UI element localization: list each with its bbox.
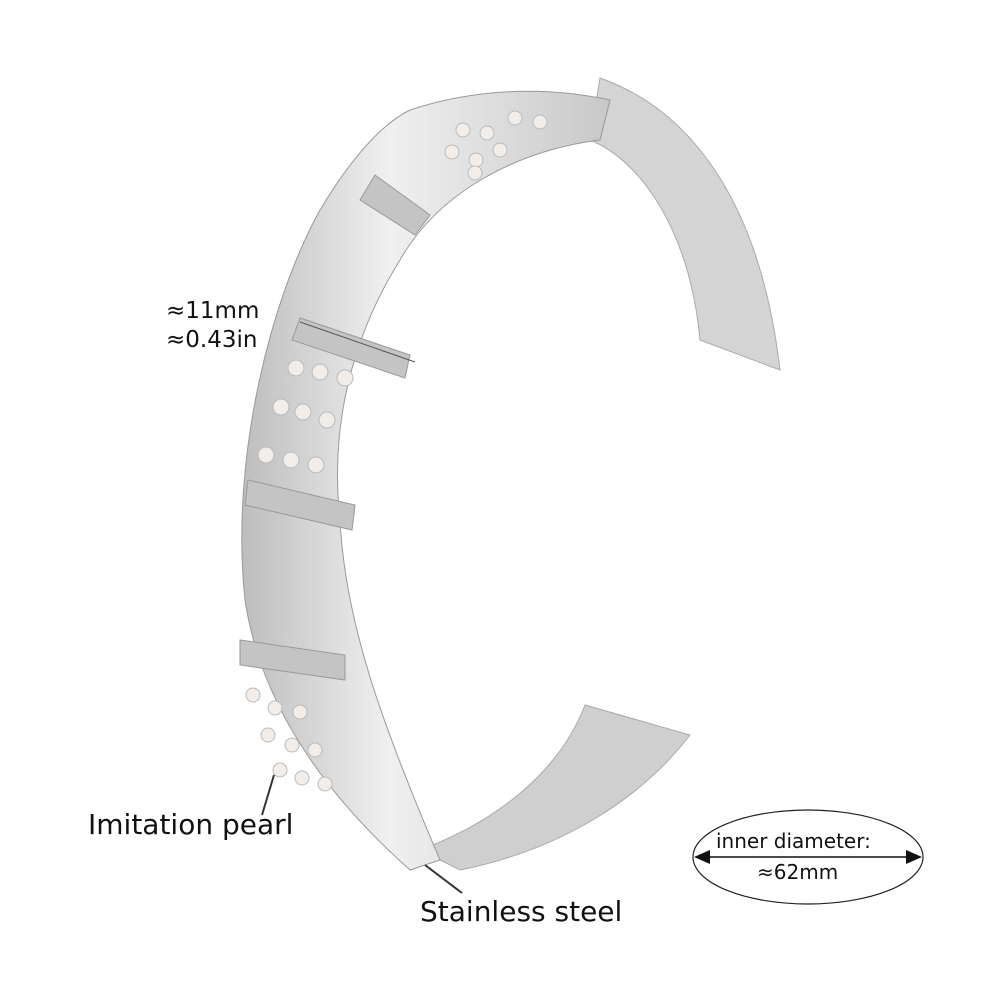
width-in-label: ≈0.43in: [166, 327, 258, 353]
bracelet-inner-bottom: [418, 704, 691, 871]
width-mm-label: ≈11mm: [166, 298, 260, 324]
pearl-label: Imitation pearl: [88, 808, 294, 841]
diameter-label: inner diameter:: [716, 829, 871, 853]
width-measure-line: [299, 321, 416, 363]
diameter-value: ≈62mm: [757, 860, 839, 884]
bracelet-inner-top: [589, 77, 781, 371]
bracelet-outer-band: [241, 90, 611, 871]
steel-pointer: [424, 864, 463, 894]
joint: [359, 174, 431, 236]
pearls: [245, 110, 548, 792]
pearl-pointer: [261, 774, 275, 816]
joint: [239, 639, 346, 681]
steel-label: Stainless steel: [420, 895, 623, 928]
joint: [244, 479, 356, 531]
joint: [291, 317, 411, 379]
diameter-ellipse: [692, 809, 924, 905]
